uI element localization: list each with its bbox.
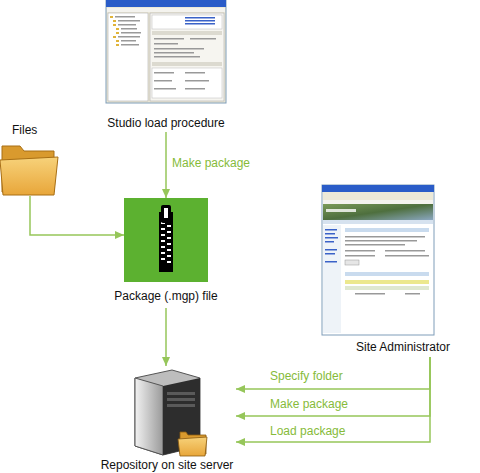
server-icon (135, 370, 207, 456)
illustrated-node: Studio load procedure (96, 0, 236, 132)
node-caption: Package (.mgp) file (114, 289, 217, 303)
node-caption: Files (12, 123, 37, 137)
connector-line (165, 132, 167, 198)
illustrated-node: Files (0, 122, 60, 196)
edge-label: Load package (270, 424, 345, 438)
flow-arrow (236, 357, 430, 393)
package-icon (124, 198, 208, 282)
arrow-head (236, 412, 245, 420)
edge-label: Specify folder (270, 369, 343, 383)
flow-arrow (30, 196, 124, 239)
arrow-head (115, 231, 124, 239)
edge-label: Make package (172, 156, 250, 170)
arrow-head (162, 357, 170, 366)
node-caption: Studio load procedure (107, 116, 224, 130)
flow-arrow (236, 357, 430, 420)
arrow-head (236, 385, 245, 393)
site-admin-screenshot (322, 185, 434, 335)
node-caption: Repository on site server (101, 458, 234, 472)
connector-line (236, 357, 430, 416)
connector-line (236, 357, 430, 389)
folder-icon (0, 146, 58, 195)
node-caption: Site Administrator (356, 340, 450, 354)
connector-line (30, 196, 124, 235)
illustrated-node: Repository on site server (98, 366, 236, 473)
edge-label: Make package (270, 397, 348, 411)
illustrated-node: Site Administrator (330, 185, 476, 357)
illustrated-node: Package (.mgp) file (124, 198, 208, 308)
flow-arrow (236, 357, 430, 446)
flow-arrow (162, 132, 170, 198)
arrow-head (162, 189, 170, 198)
connector-line (236, 357, 430, 442)
arrow-head (236, 438, 245, 446)
flow-arrow (162, 308, 170, 366)
studio-screenshot (106, 0, 226, 103)
